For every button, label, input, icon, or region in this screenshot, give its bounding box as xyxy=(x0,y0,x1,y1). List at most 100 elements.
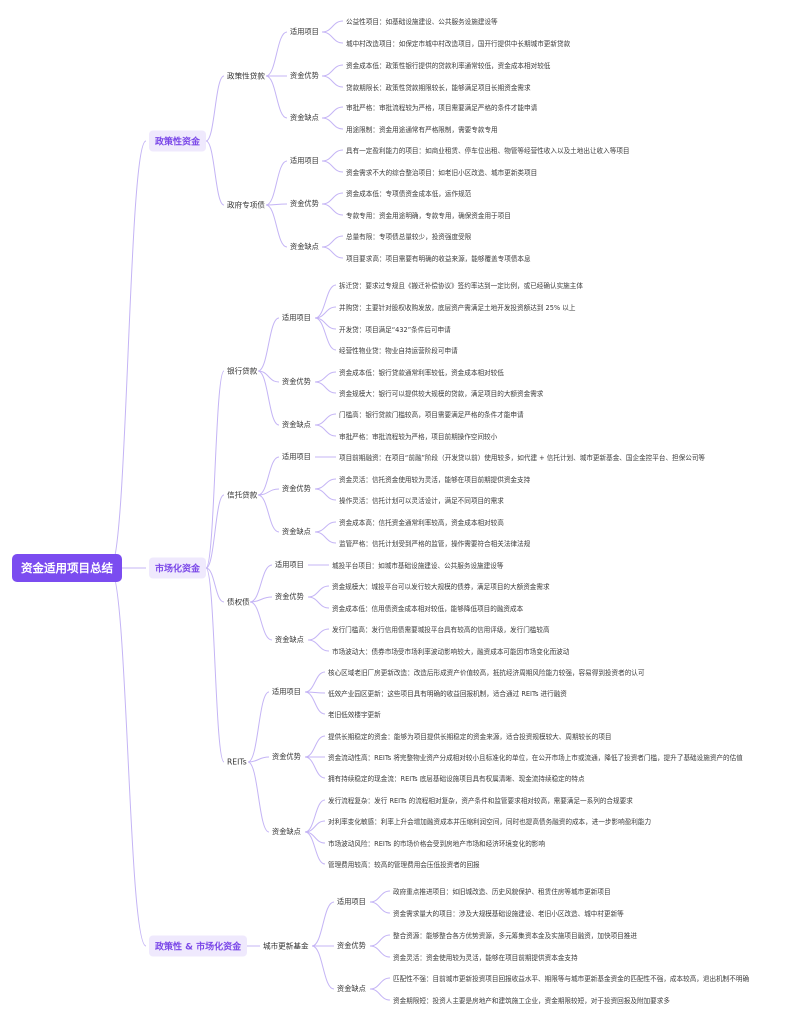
aspect-scope[interactable]: 适用项目 xyxy=(290,26,319,36)
connector-line xyxy=(265,75,288,119)
category-mixed-funds[interactable]: 政策性 & 市场化资金 xyxy=(149,935,248,957)
connector-line xyxy=(304,799,326,833)
connector-line xyxy=(205,140,225,206)
connector-line xyxy=(265,31,288,77)
connector-line xyxy=(321,75,344,88)
aspect-advantage[interactable]: 资金优势 xyxy=(282,483,311,493)
aspect-disadvantage[interactable]: 资金缺点 xyxy=(272,826,301,836)
connector-line xyxy=(314,317,337,351)
connector-line xyxy=(304,671,326,693)
connector-line xyxy=(321,149,344,162)
category-market-funds[interactable]: 市场化资金 xyxy=(149,557,207,579)
aspect-disadvantage[interactable]: 资金缺点 xyxy=(290,112,319,122)
sub-trust-loan[interactable]: 信托贷款 xyxy=(227,490,258,500)
leaf-item: 项目要求高：项目需要有明确的收益来源，能够覆盖专项债本息 xyxy=(346,254,531,263)
connector-line xyxy=(304,820,326,833)
connector-line xyxy=(369,901,391,914)
connector-line xyxy=(257,370,280,383)
leaf-item: 专款专用：资金用途明确，专款专用，确保资金用于项目 xyxy=(346,211,511,220)
connector-line xyxy=(314,413,337,426)
leaf-item: 资金成本低：信用债资金成本相对较低，能够降低项目的融资成本 xyxy=(332,604,524,613)
leaf-item: 资金成本低：银行贷款通常利率较低，资金成本相对较低 xyxy=(339,368,504,377)
leaf-item: 门槛高：银行贷款门槛较高，项目需要满足严格的条件才能申请 xyxy=(339,410,524,419)
aspect-scope[interactable]: 适用项目 xyxy=(282,451,311,461)
leaf-item: 资金需求量大的项目：涉及大规模基础设施建设、老旧小区改造、城中村更新等 xyxy=(393,909,624,918)
connector-line xyxy=(321,235,344,248)
aspect-disadvantage[interactable]: 资金缺点 xyxy=(290,241,319,251)
leaf-item: 老旧低效楼宇更新 xyxy=(328,710,381,719)
aspect-disadvantage[interactable]: 资金缺点 xyxy=(282,526,311,536)
leaf-item: 资金需求不大的综合整治项目：如老旧小区改造、城市更新类项目 xyxy=(346,168,538,177)
leaf-item: 匹配性不强：目前城市更新投资项目回报收益水平、期限等与城市更新基金资金的匹配性不… xyxy=(393,974,750,983)
leaf-item: 开发贷：项目满足“432”条件后可申请 xyxy=(339,325,451,334)
category-policy-funds[interactable]: 政策性资金 xyxy=(149,130,207,152)
connector-line xyxy=(321,203,344,216)
connector-line xyxy=(249,564,273,603)
connector-line xyxy=(314,521,337,533)
sub-bank-loan[interactable]: 银行贷款 xyxy=(227,366,258,376)
leaf-item: 城中村改造项目：如保定市城中村改造项目，国开行提供中长期城市更新贷款 xyxy=(346,39,571,48)
sub-reits[interactable]: REITs xyxy=(227,757,247,767)
leaf-item: 资金规模大：银行可以提供较大规模的贷款，满足项目的大额资金需求 xyxy=(339,389,544,398)
leaf-item: 城投平台项目：如城市基础设施建设、公共服务设施建设等 xyxy=(332,561,504,570)
leaf-item: 发行门槛高：发行信用债需要城投平台具有较高的信用评级，发行门槛较高 xyxy=(332,625,550,634)
connector-line xyxy=(249,596,273,603)
aspect-advantage[interactable]: 资金优势 xyxy=(272,751,301,761)
leaf-item: 公益性项目：如基础设施建设、公共服务设施建设等 xyxy=(346,17,498,26)
leaf-item: 操作灵活：信托计划可以灵活设计，满足不同项目的需求 xyxy=(339,496,504,505)
sub-policy-loan[interactable]: 政策性贷款 xyxy=(227,71,265,81)
aspect-advantage[interactable]: 资金优势 xyxy=(282,376,311,386)
sub-bond[interactable]: 债权债 xyxy=(227,597,250,607)
leaf-item: 监管严格：信托计划受到严格的监管，操作需要符合相关法律法规 xyxy=(339,539,531,548)
aspect-advantage[interactable]: 资金优势 xyxy=(290,70,319,80)
leaf-item: 低效产业园区更新：这些项目具有明确的收益回报机制，适合通过 REITs 进行融资 xyxy=(328,689,567,698)
aspect-disadvantage[interactable]: 资金缺点 xyxy=(282,419,311,429)
aspect-scope[interactable]: 适用项目 xyxy=(275,559,304,569)
sub-urban-renewal-fund[interactable]: 城市更新基金 xyxy=(263,941,309,951)
aspect-advantage[interactable]: 资金优势 xyxy=(275,591,304,601)
connector-line xyxy=(205,567,225,763)
leaf-item: 用途限制：资金用途通常有严格限制，需要专款专用 xyxy=(346,125,498,134)
sub-special-bond[interactable]: 政府专项债 xyxy=(227,200,265,210)
connector-line xyxy=(307,585,330,598)
connector-line xyxy=(247,691,270,763)
leaf-item: 并购贷：主要针对股权收购发放，底层资产需满足土地开发投资额达到 25% 以上 xyxy=(339,303,576,312)
leaf-item: 资金期限短：投资人主要是房地产和建筑施工企业，资金期限较短，对于投资回报及附加要… xyxy=(393,996,670,1005)
connector-line xyxy=(304,756,326,779)
connector-line xyxy=(307,596,330,609)
aspect-scope[interactable]: 适用项目 xyxy=(272,686,301,696)
aspect-advantage[interactable]: 资金优势 xyxy=(290,198,319,208)
connector-line xyxy=(257,488,280,496)
root-node[interactable]: 资金适用项目总结 xyxy=(12,554,122,582)
leaf-item: 提供长期稳定的资金：能够为项目提供长期稳定的资金来源，适合投资规模较大、周期较长… xyxy=(328,732,612,741)
aspect-scope[interactable]: 适用项目 xyxy=(290,155,319,165)
aspect-scope[interactable]: 适用项目 xyxy=(337,896,366,906)
connector-line xyxy=(257,456,280,496)
connector-line xyxy=(247,761,270,833)
leaf-item: 政府重点推进项目：如旧城改造、历史风貌保护、租赁住房等城市更新项目 xyxy=(393,887,611,896)
leaf-item: 资金灵活：资金使用较为灵活，能够在项目前期提供资本金支持 xyxy=(393,953,578,962)
connector-line xyxy=(205,75,225,142)
connector-line xyxy=(369,890,391,903)
connector-line xyxy=(307,628,330,641)
leaf-item: 发行流程复杂：发行 REITs 的流程相对复杂，资产条件和监管要求相对较高，需要… xyxy=(328,796,633,805)
leaf-item: 贷款期限长：政策性贷款期限较长，能够满足项目长期资金需求 xyxy=(346,83,531,92)
leaf-item: 项目前期融资：在项目“前融”阶段（开发贷以前）使用较多，如代建 + 信托计划、城… xyxy=(339,453,706,462)
aspect-disadvantage[interactable]: 资金缺点 xyxy=(275,634,304,644)
leaf-item: 资金成本低：专项债资金成本低，运作规范 xyxy=(346,189,472,198)
aspect-scope[interactable]: 适用项目 xyxy=(282,312,311,322)
connector-line xyxy=(369,988,391,1001)
connector-line xyxy=(369,945,391,958)
leaf-item: 资金成本高：信托资金通常利率较高，资金成本相对较高 xyxy=(339,518,504,527)
leaf-item: 具有一定盈利能力的项目：如商业租赁、停车位出租、物管等经营性收入以及土地出让收入… xyxy=(346,146,630,155)
aspect-disadvantage[interactable]: 资金缺点 xyxy=(337,983,366,993)
connector-line xyxy=(369,934,391,947)
leaf-item: 拆迁贷：要求过专规且《搬迁补偿协议》签约率达到一定比例，或已经确认实施主体 xyxy=(339,281,583,290)
leaf-item: 拥有持续稳定的现金流：REITs 底层基础设施项目具有权属清晰、现金流持续稳定的… xyxy=(328,774,585,783)
connector-line xyxy=(205,567,225,603)
connector-line xyxy=(257,494,280,533)
aspect-advantage[interactable]: 资金优势 xyxy=(337,940,366,950)
connector-line xyxy=(314,381,337,394)
leaf-item: 资金灵活：信托资金使用较为灵活，能够在项目前期提供资金支持 xyxy=(339,475,531,484)
